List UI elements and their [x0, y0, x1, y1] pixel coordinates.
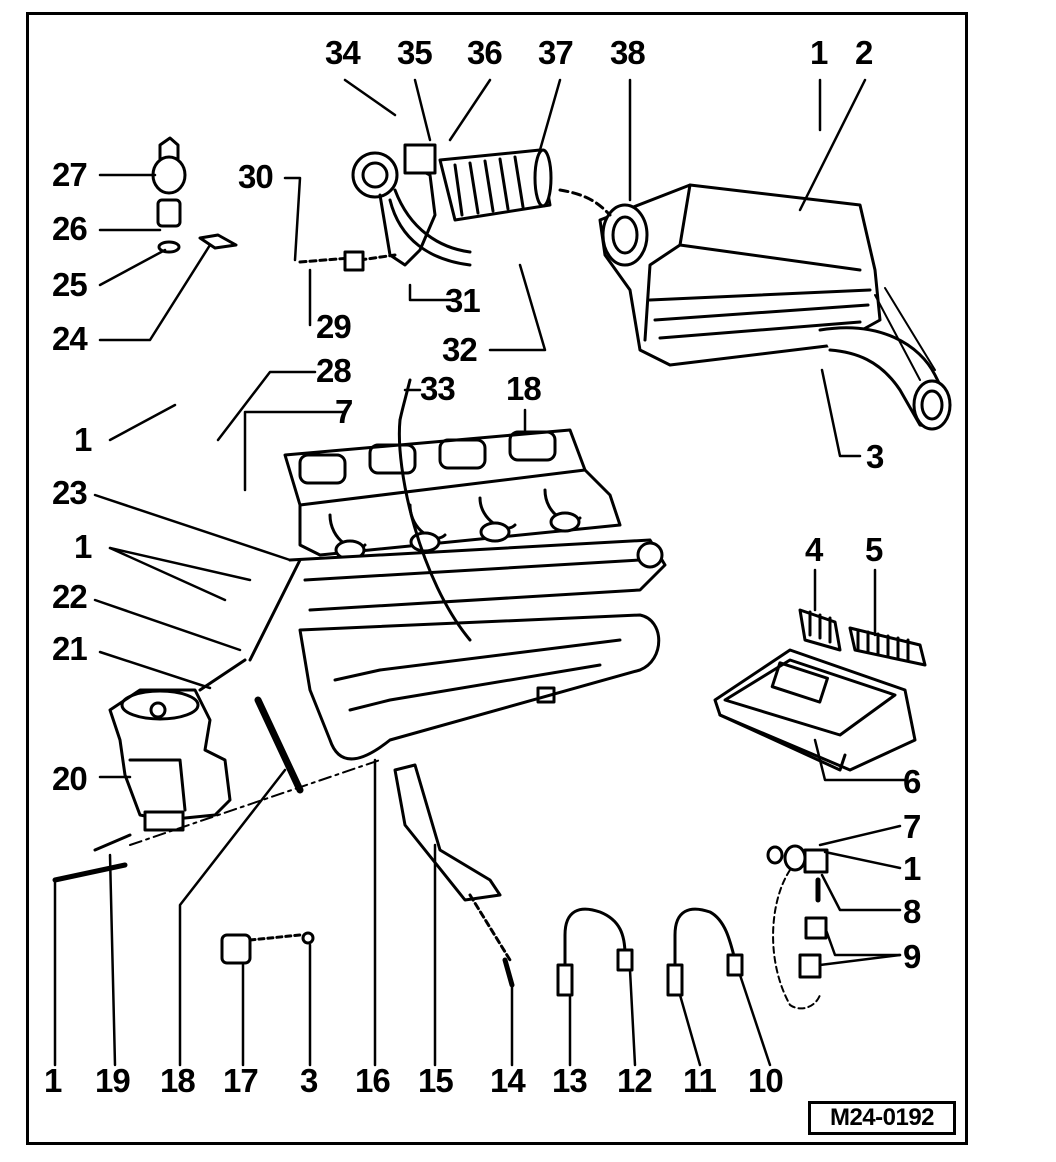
callout-7-mid: 7	[335, 393, 353, 430]
callout-1-bottom: 1	[44, 1062, 62, 1099]
callout-11: 11	[683, 1062, 717, 1099]
callout-10: 10	[748, 1062, 784, 1099]
callout-12: 12	[617, 1062, 653, 1099]
callout-21: 21	[52, 630, 88, 667]
air-filter-housing	[598, 183, 952, 431]
leader-lines	[53, 78, 907, 1067]
callout-4: 4	[805, 531, 823, 568]
callout-25: 25	[52, 266, 88, 303]
callout-5: 5	[865, 531, 883, 568]
callout-33: 33	[420, 370, 456, 407]
callout-23: 23	[52, 474, 88, 511]
callout-1-mid: 1	[74, 528, 92, 565]
callout-30: 30	[238, 158, 274, 195]
sensor-group-right	[766, 844, 829, 1010]
sensor-17	[220, 931, 315, 965]
throttle-body	[52, 688, 381, 883]
callout-13: 13	[552, 1062, 588, 1099]
callout-1-top: 1	[810, 34, 828, 71]
callout-1-left: 1	[74, 421, 92, 458]
callout-32: 32	[442, 331, 478, 368]
callout-9: 9	[903, 938, 921, 975]
callout-22: 22	[52, 578, 88, 615]
oxygen-sensors	[556, 907, 744, 997]
small-parts-top-left	[151, 136, 238, 254]
callout-6: 6	[903, 763, 921, 800]
callout-36: 36	[467, 34, 503, 71]
callout-20: 20	[52, 760, 88, 797]
callout-26: 26	[52, 210, 88, 247]
intake-air-duct	[298, 143, 612, 272]
reference-code: M24-0192	[829, 1104, 935, 1131]
callout-1-low: 1	[903, 850, 921, 887]
intake-manifold	[198, 378, 667, 761]
callout-14: 14	[490, 1062, 526, 1099]
callout-38: 38	[610, 34, 646, 71]
callout-27: 27	[52, 156, 88, 193]
engine-control-unit	[713, 608, 927, 772]
callout-37: 37	[538, 34, 574, 71]
callout-18-top: 18	[506, 370, 542, 407]
callout-29: 29	[316, 308, 352, 345]
callout-15: 15	[418, 1062, 454, 1099]
callout-17: 17	[223, 1062, 259, 1099]
callout-7-low: 7	[903, 808, 921, 845]
callout-3-bottom: 3	[300, 1062, 318, 1099]
callout-24: 24	[52, 320, 88, 357]
callout-28: 28	[316, 352, 352, 389]
callout-34: 34	[325, 34, 361, 71]
callout-35: 35	[397, 34, 433, 71]
callout-3-right: 3	[866, 438, 884, 475]
callout-2: 2	[855, 34, 873, 71]
bracket	[393, 763, 515, 988]
callout-16: 16	[355, 1062, 391, 1099]
callout-19: 19	[95, 1062, 131, 1099]
callout-18-bottom: 18	[160, 1062, 196, 1099]
callout-31: 31	[445, 282, 481, 319]
callout-8: 8	[903, 893, 921, 930]
reference-code-box: M24-0192	[808, 1101, 956, 1135]
